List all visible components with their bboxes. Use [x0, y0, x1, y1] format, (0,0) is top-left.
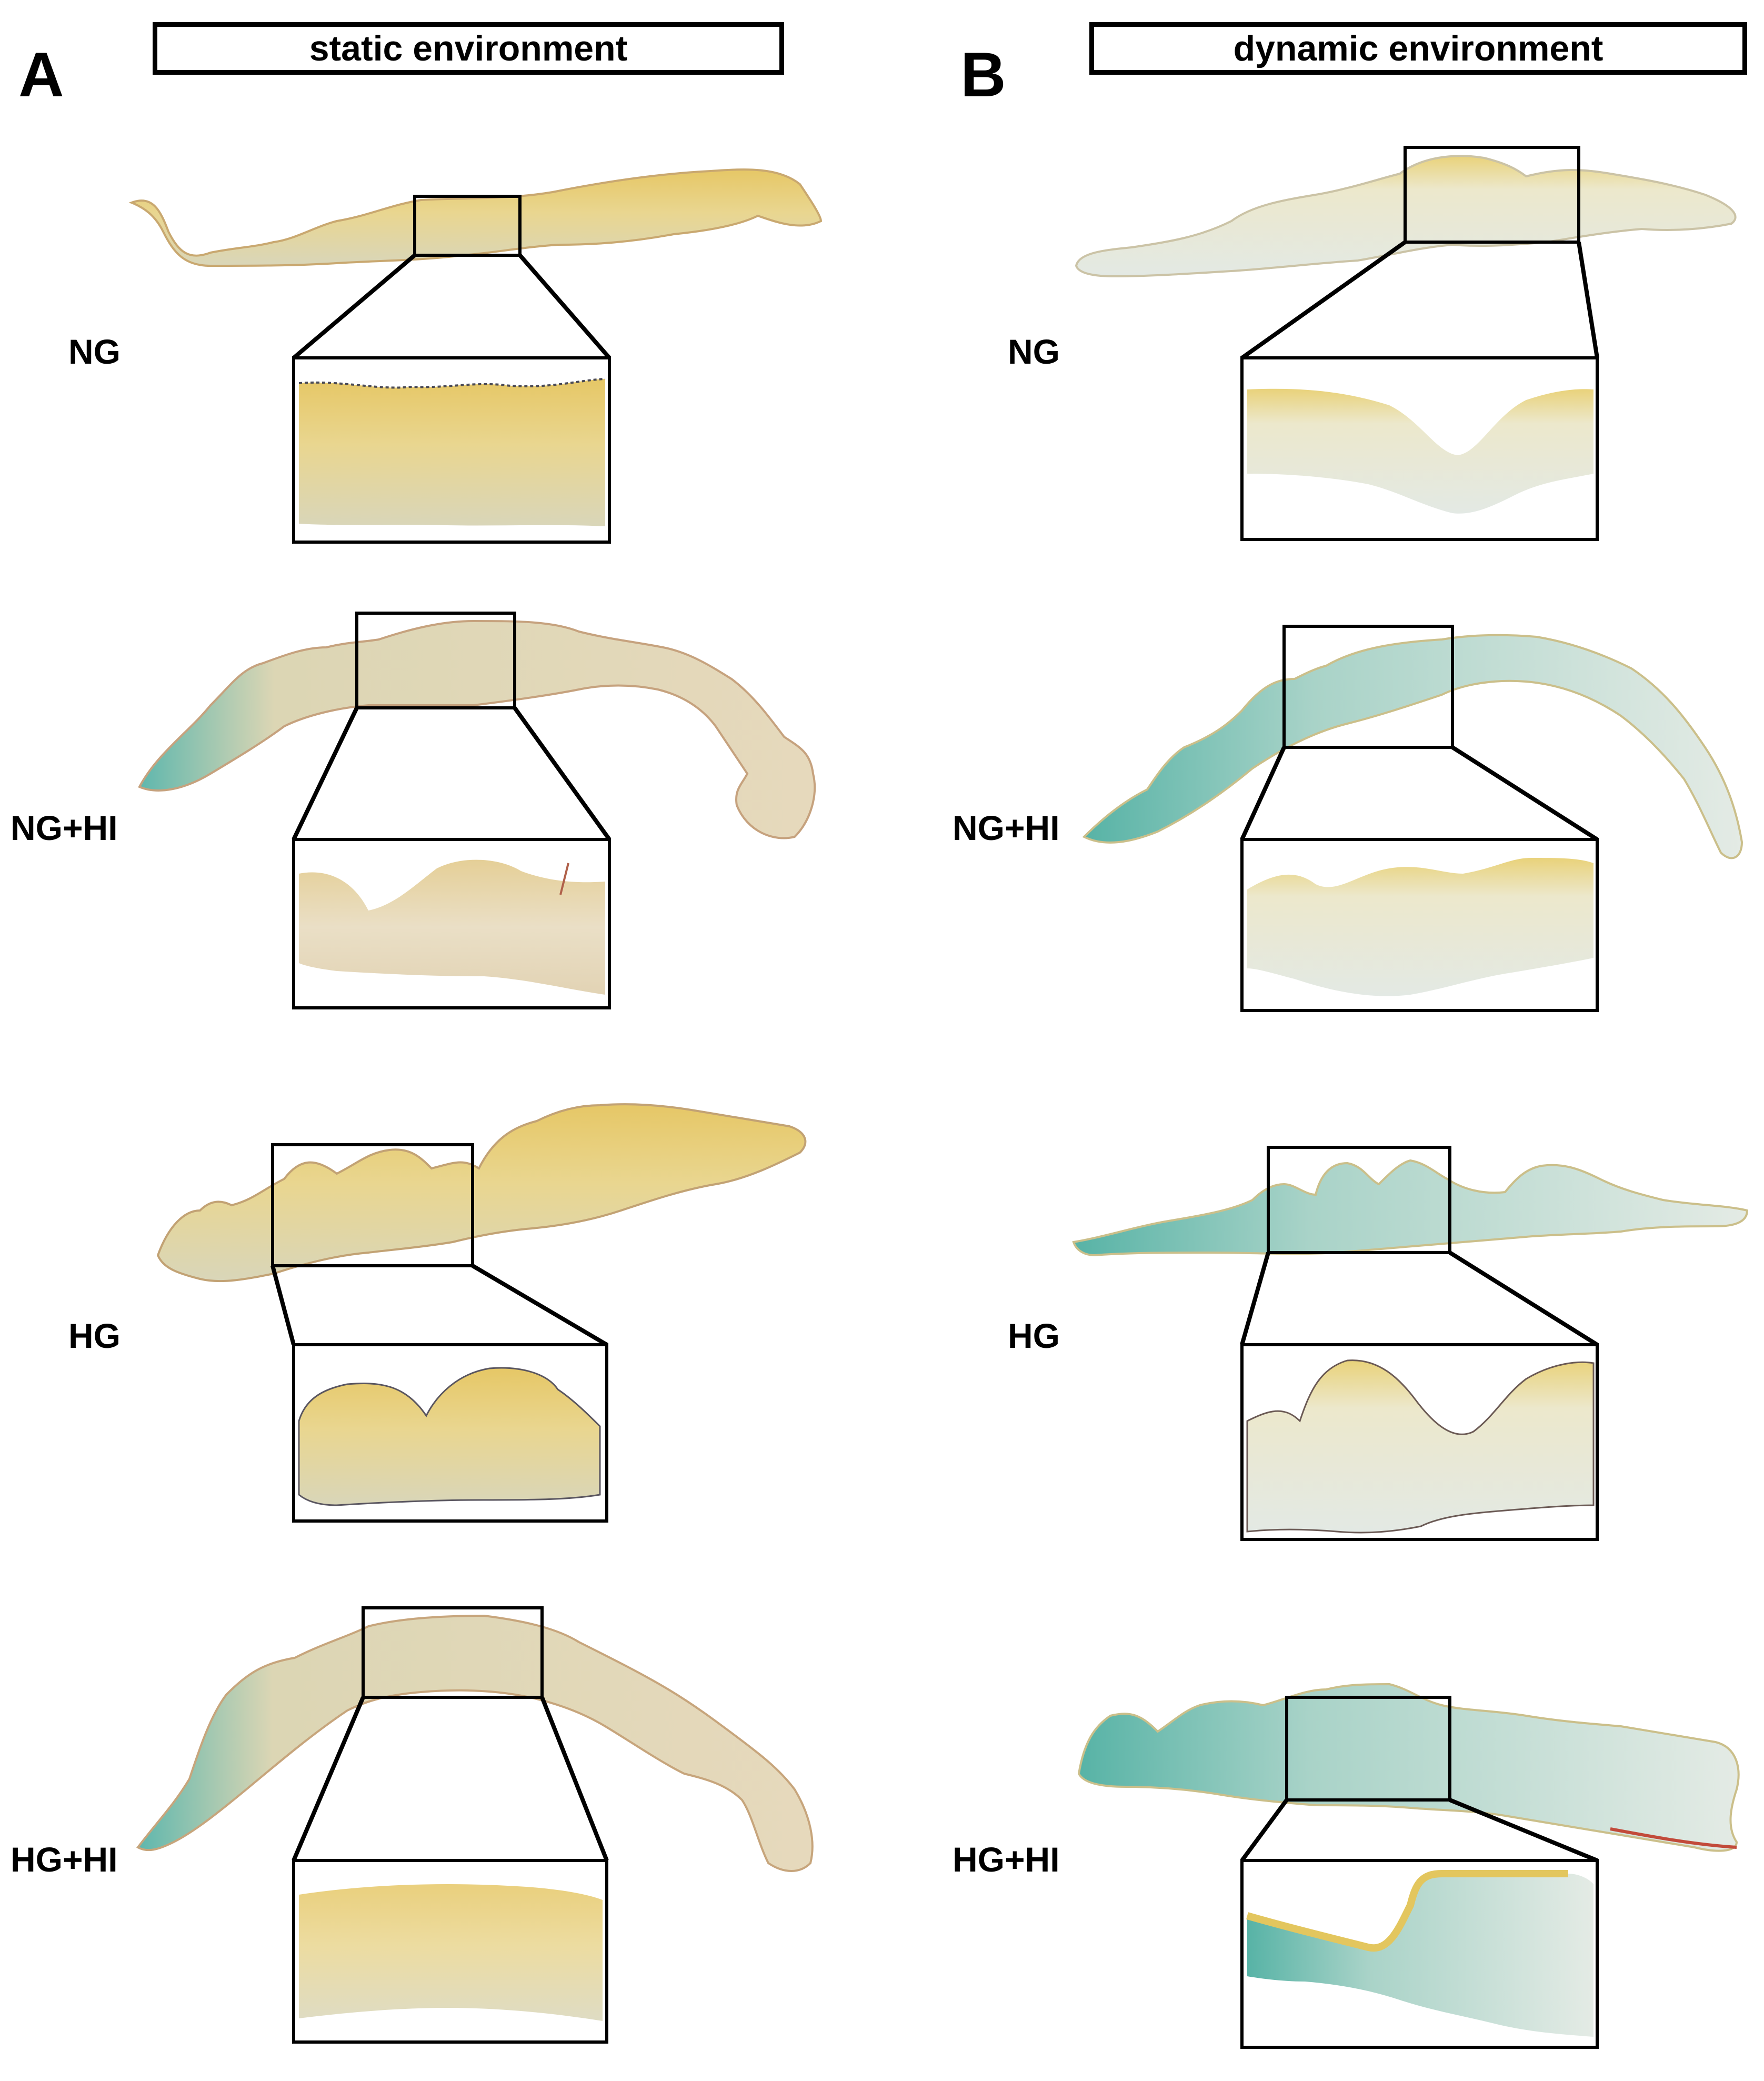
b-ng-hi-section	[1082, 625, 1743, 1012]
a-ng-hi-inset-tissue	[299, 859, 605, 995]
panel-b-row-label-ng-hi: NG+HI	[953, 808, 1060, 847]
b-ng-hi-roi-box	[1282, 625, 1454, 749]
b-ng-hi-tissue	[1082, 634, 1743, 859]
a-hg-hi-tissue	[136, 1614, 814, 1872]
panel-letter-b: B	[960, 39, 1006, 110]
a-ng-tissue	[128, 168, 823, 267]
a-ng-hi-section	[138, 612, 816, 1009]
a-hg-section	[156, 1103, 807, 1523]
panel-a-row-label-ng: NG	[68, 332, 121, 371]
a-ng-section	[128, 168, 823, 544]
panel-a-row-label-hg: HG	[68, 1316, 121, 1355]
a-ng-inset-tissue	[299, 379, 605, 526]
a-hg-roi-box	[271, 1143, 474, 1267]
a-hg-hi-section	[136, 1606, 814, 2044]
panel-b-header: dynamic environment	[1089, 22, 1747, 75]
b-ng-hi-inset-tissue	[1247, 858, 1593, 996]
b-hg-hi-section	[1077, 1683, 1740, 2049]
a-hg-hi-inset-tissue	[299, 1884, 603, 2021]
b-hg-hi-roi-box	[1285, 1696, 1451, 1802]
panel-b-row-label-hg: HG	[1008, 1316, 1060, 1355]
a-hg-hi-roi-box	[362, 1606, 544, 1699]
panel-a-row-label-ng-hi: NG+HI	[11, 808, 118, 847]
panel-a-header: static environment	[153, 22, 784, 75]
a-ng-hi-tissue	[138, 619, 816, 839]
b-hg-hi-inset-tissue	[1247, 1874, 1593, 2037]
panel-letter-a: A	[18, 39, 64, 110]
panel-b-row-label-ng: NG	[1008, 332, 1060, 371]
panel-a-row-label-hg-hi: HG+HI	[11, 1840, 118, 1879]
b-ng-inset-tissue	[1247, 388, 1593, 514]
a-ng-roi-box	[413, 195, 522, 257]
a-hg-tissue	[156, 1103, 807, 1283]
b-ng-section	[1075, 146, 1737, 541]
panel-b-row-label-hg-hi: HG+HI	[953, 1840, 1060, 1879]
b-ng-roi-box	[1404, 146, 1580, 244]
b-hg-tissue	[1072, 1159, 1749, 1257]
a-ng-hi-roi-box	[355, 612, 516, 709]
b-hg-section	[1072, 1146, 1749, 1541]
b-hg-inset-tissue	[1246, 1359, 1595, 1534]
a-hg-inset-tissue	[298, 1367, 601, 1506]
b-hg-hi-tissue	[1077, 1683, 1740, 1852]
b-hg-roi-box	[1267, 1146, 1451, 1254]
